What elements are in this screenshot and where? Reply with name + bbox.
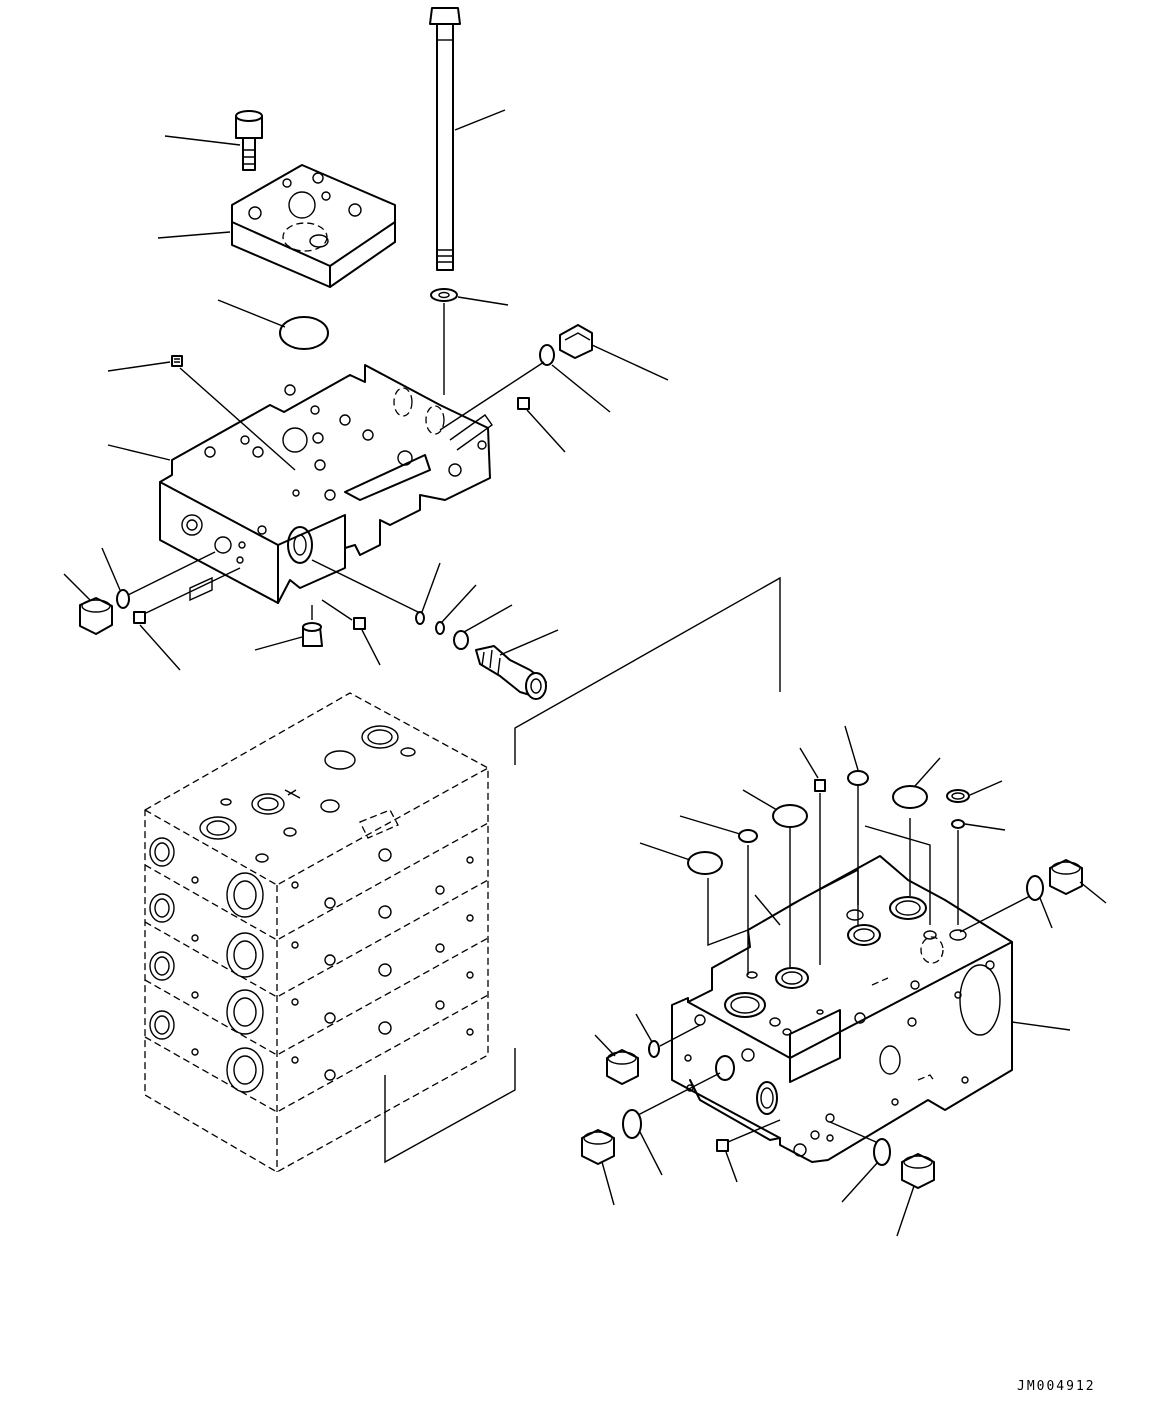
o-ring (873, 1138, 891, 1166)
plug (1049, 859, 1083, 895)
leader-line (1011, 1021, 1071, 1031)
leader-line (959, 895, 1031, 933)
o-ring (951, 819, 965, 829)
leader-line (421, 562, 441, 613)
section-valve-body (671, 855, 1013, 1163)
leader-line (864, 825, 931, 925)
leader-line (157, 231, 231, 239)
leader-line (639, 842, 691, 861)
leader-line (964, 823, 1006, 831)
small-plug (814, 779, 826, 792)
upper-valve-body (159, 364, 491, 604)
leader-line (189, 576, 213, 602)
leader-line (164, 135, 241, 146)
leader-line (217, 299, 286, 328)
drawing-code: JM004912 (1017, 1379, 1096, 1394)
o-ring (435, 621, 445, 635)
small-plug (716, 1139, 729, 1152)
leader-line (789, 868, 859, 906)
leader-line (601, 1161, 615, 1206)
o-ring (539, 344, 555, 366)
leader-line (727, 1119, 781, 1143)
small-plug (353, 617, 366, 630)
leader-line (139, 624, 181, 671)
leader-line (844, 725, 859, 771)
small-plug (517, 397, 530, 410)
leader-line (179, 367, 296, 471)
leader-line (914, 757, 941, 787)
small-plug (171, 355, 183, 367)
leader-line (463, 604, 513, 633)
leader-line (829, 1121, 877, 1143)
leader-line (311, 559, 419, 613)
leader-line (707, 878, 749, 947)
bracket-line (514, 576, 781, 765)
leader-line (659, 1024, 701, 1047)
plug (559, 324, 593, 359)
o-ring (116, 589, 130, 609)
socket-bolt (235, 110, 263, 171)
plug (606, 1049, 639, 1085)
leader-line (896, 1185, 915, 1237)
leader-line (742, 789, 778, 811)
washer (430, 288, 458, 302)
leader-line (679, 815, 741, 835)
leader-line (635, 1013, 653, 1043)
leader-line (107, 361, 171, 372)
leader-line (969, 780, 1003, 796)
plug (581, 1129, 615, 1165)
leader-line (101, 547, 121, 591)
o-ring (738, 829, 758, 843)
leader-line (639, 1131, 663, 1176)
leader-line (841, 1161, 879, 1203)
leader-line (551, 364, 611, 413)
leader-line (1039, 897, 1053, 929)
leader-line (594, 1034, 616, 1057)
o-ring (687, 851, 723, 875)
o-ring (772, 804, 808, 828)
leader-line (526, 409, 566, 453)
leader-line (361, 629, 381, 666)
tie-bolt (429, 7, 461, 271)
small-plug (133, 611, 146, 624)
o-ring (892, 785, 928, 809)
leader-line (127, 551, 216, 596)
o-ring (946, 789, 970, 803)
bracket-line (384, 1048, 516, 1164)
leader-line (321, 599, 353, 621)
leader-line (637, 1072, 721, 1116)
leader-line (457, 296, 509, 306)
leader-line (145, 567, 241, 614)
cover-block (231, 164, 396, 288)
plug (901, 1153, 935, 1189)
o-ring (1026, 875, 1044, 901)
spool-cap (302, 622, 323, 647)
leader-line (754, 894, 781, 926)
o-ring (279, 316, 329, 350)
leader-line (1079, 881, 1107, 904)
leader-line (799, 747, 819, 779)
o-ring (453, 630, 469, 650)
leader-line (454, 109, 506, 131)
plug (79, 597, 113, 635)
spool (475, 645, 547, 700)
stacked-valve-assembly (144, 692, 489, 1173)
leader-line (63, 573, 91, 601)
o-ring (415, 611, 425, 625)
leader-line (591, 344, 669, 381)
o-ring (622, 1109, 642, 1139)
leader-line (725, 1151, 738, 1183)
o-ring (648, 1040, 660, 1058)
leader-line (254, 636, 303, 651)
leader-line (107, 444, 171, 461)
leader-line (449, 414, 493, 451)
leader-line (499, 629, 559, 656)
leader-line (439, 361, 545, 431)
leader-line (441, 584, 477, 623)
o-ring (847, 770, 869, 786)
